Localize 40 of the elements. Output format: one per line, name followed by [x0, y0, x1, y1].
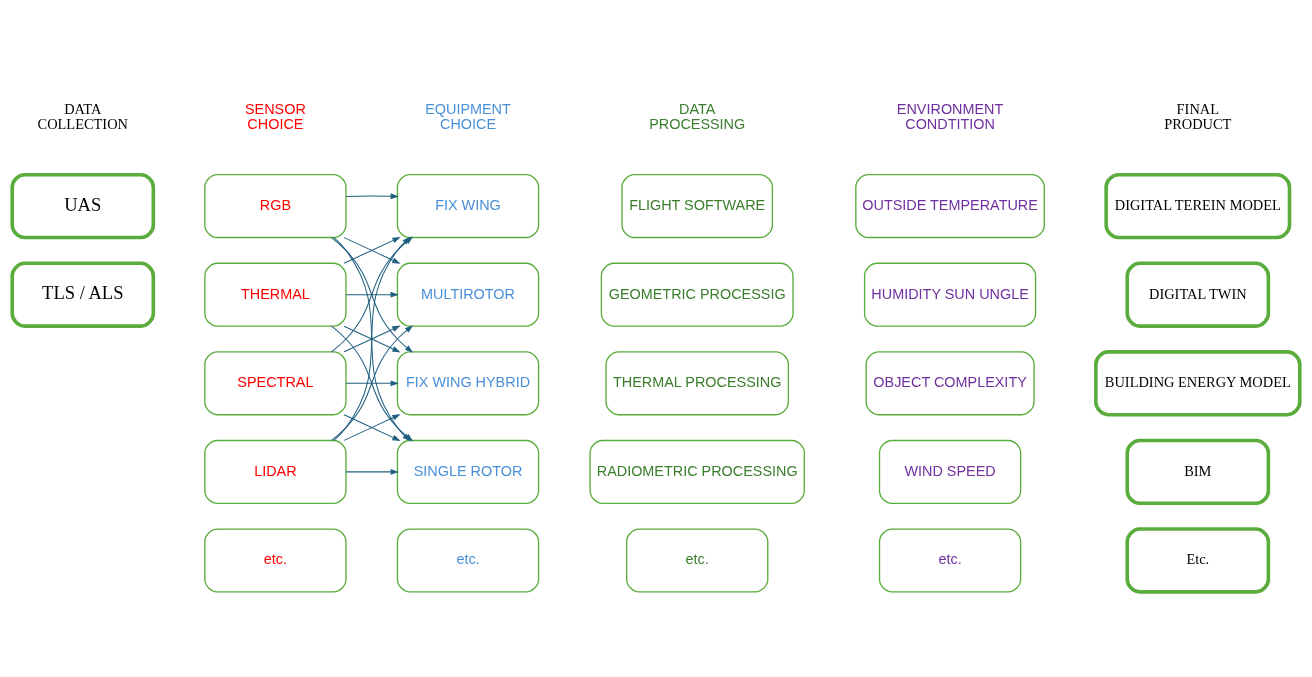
- node-box: TLS / ALS: [10, 261, 156, 328]
- node-box: etc.: [204, 527, 347, 593]
- node-box: etc.: [878, 527, 1022, 593]
- node-box: FIX WING: [396, 173, 540, 238]
- node-box: UAS: [10, 172, 156, 239]
- arrow: [345, 192, 399, 199]
- node-box: LIDAR: [204, 439, 347, 504]
- label: DATA COLLECTION: [37, 100, 128, 132]
- arrow: [343, 413, 401, 441]
- label: EQUIPMENT CHOICE: [425, 100, 511, 132]
- node-box: RGB: [204, 173, 347, 238]
- node-box: MULTIROTOR: [396, 262, 540, 327]
- node-box: Etc.: [1125, 526, 1271, 594]
- node-box: BIM: [1125, 438, 1271, 505]
- label: FINAL PRODUCT: [1164, 100, 1232, 132]
- node-box: etc.: [625, 527, 769, 593]
- node-box: THERMAL PROCESSING: [605, 350, 790, 415]
- node-box: SINGLE ROTOR: [396, 439, 540, 504]
- label: SENSOR CHOICE: [244, 100, 306, 132]
- node-box: etc.: [396, 527, 540, 593]
- node-box: BUILDING ENERGY MODEL: [1094, 349, 1302, 416]
- node-box: GEOMETRIC PROCESSIG: [600, 262, 794, 327]
- node-box: SPECTRAL: [204, 350, 347, 415]
- node-box: WIND SPEED: [878, 439, 1022, 504]
- node-box: THERMAL: [204, 262, 347, 327]
- label: ENVIRONMENT CONDTITION: [896, 100, 1004, 132]
- node-box: HUMIDITY SUN UNGLE: [863, 262, 1037, 327]
- arrow: [345, 379, 399, 386]
- node-box: FIX WING HYBRID: [396, 350, 540, 415]
- arrow: [345, 291, 399, 298]
- node-box: DIGITAL TEREIN MODEL: [1104, 172, 1292, 239]
- arrow: [345, 468, 399, 475]
- node-box: RADIOMETRIC PROCESSING: [589, 439, 805, 504]
- label: DATA PROCESSING: [649, 100, 746, 132]
- node-box: FLIGHT SOFTWARE: [621, 173, 774, 238]
- node-box: OUTSIDE TEMPERATURE: [855, 173, 1045, 238]
- node-box: DIGITAL TWIN: [1125, 261, 1271, 328]
- arrow: [343, 325, 401, 352]
- arrow: [343, 236, 401, 264]
- node-box: OBJECT COMPLEXITY: [865, 350, 1035, 415]
